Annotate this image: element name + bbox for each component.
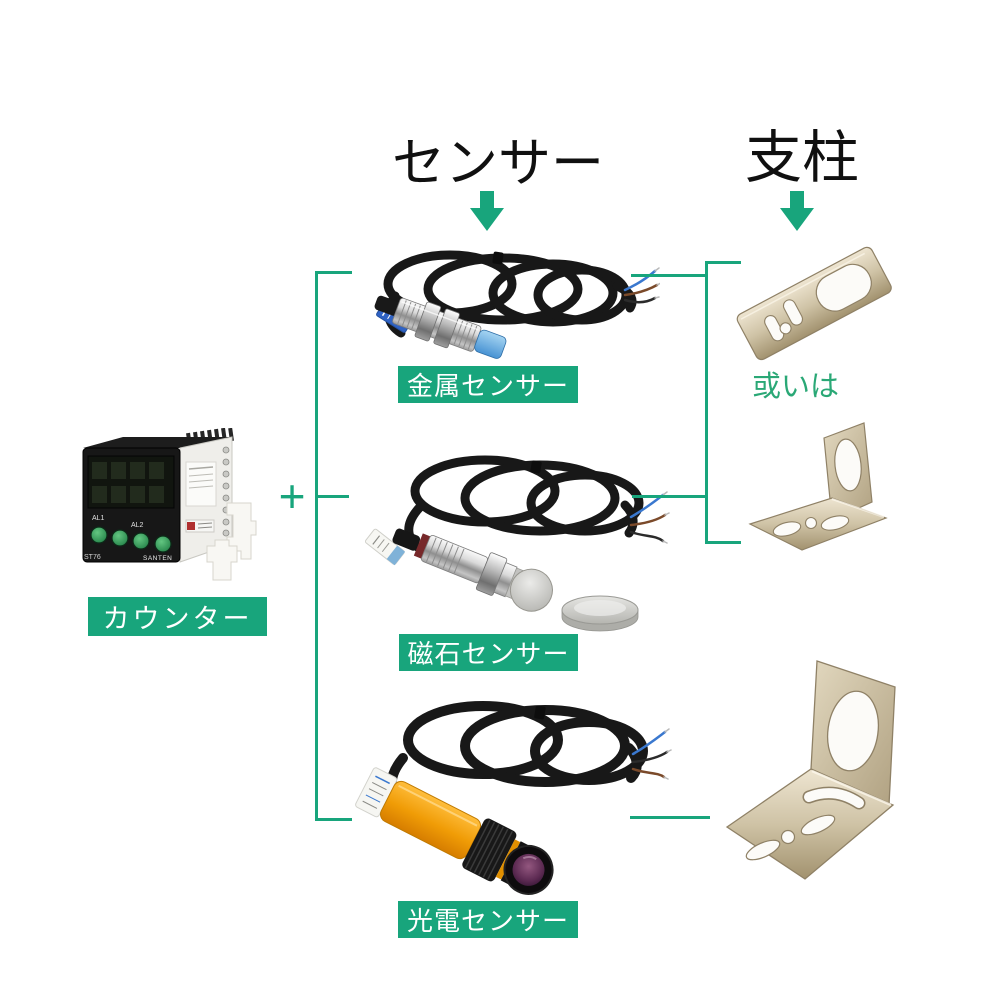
alarm1-label: AL1 bbox=[92, 515, 105, 522]
bracket-slot bbox=[764, 314, 785, 342]
bracket-round-hole bbox=[804, 516, 818, 530]
magnet-sensor-photo bbox=[364, 455, 670, 632]
left-bracket-middle-tick bbox=[315, 495, 349, 498]
mounting-clips bbox=[206, 502, 257, 581]
label-band bbox=[355, 767, 398, 818]
photoelectric-sensor-label: 光電センサー bbox=[398, 901, 578, 938]
down-arrow-icon bbox=[470, 191, 504, 231]
ribbed-nut bbox=[462, 818, 517, 882]
bracket-slot bbox=[772, 521, 802, 537]
magnet-sensor-label: 磁石センサー bbox=[399, 634, 578, 671]
right-bracket-bottom-tick bbox=[705, 541, 741, 544]
hex-nut bbox=[433, 308, 460, 349]
blue-sensing-tip bbox=[474, 329, 507, 359]
bracket-slot bbox=[820, 515, 850, 531]
right-bracket-top-tick bbox=[705, 261, 741, 264]
metal-sensor-label: 金属センサー bbox=[398, 366, 578, 403]
sensor-barrel bbox=[392, 528, 553, 612]
cable-tie bbox=[530, 460, 542, 474]
wire-ends bbox=[631, 728, 672, 780]
bracket-slot bbox=[800, 814, 836, 836]
counter-label: カウンター bbox=[88, 597, 267, 636]
or-text: 或いは bbox=[752, 371, 840, 403]
heading-sensor: センサー bbox=[392, 134, 604, 193]
cable-coil bbox=[404, 455, 644, 554]
cable-coil bbox=[386, 701, 648, 808]
plus-sign: + bbox=[278, 470, 306, 522]
down-arrow-icon bbox=[780, 191, 814, 231]
bracket-slot bbox=[782, 299, 804, 326]
left-bracket-vertical-line bbox=[315, 271, 318, 821]
straight-bracket-photo bbox=[736, 246, 892, 361]
cable-label bbox=[364, 528, 406, 566]
bracket-round-hole bbox=[780, 829, 796, 845]
bracket-oval-hole bbox=[834, 438, 862, 492]
left-bracket-bottom-tick bbox=[315, 818, 352, 821]
counter-device-photo: AL1 AL2 ST76 SANTEN bbox=[82, 428, 257, 581]
metal-sensor-connector-line bbox=[631, 274, 707, 277]
bracket-oval-hole bbox=[826, 690, 880, 772]
sensor-barrel bbox=[374, 295, 507, 359]
counter-brand: SANTEN bbox=[143, 555, 172, 562]
lens bbox=[512, 853, 545, 886]
photo-sensor-connector-line bbox=[630, 816, 710, 819]
counter-front-face: AL1 AL2 ST76 SANTEN bbox=[82, 447, 181, 563]
magnet-disc bbox=[561, 595, 639, 632]
bracket-round-hole bbox=[779, 322, 792, 335]
right-bracket-vertical-line bbox=[705, 261, 708, 544]
alarm2-label: AL2 bbox=[131, 522, 144, 529]
large-l-bracket-photo bbox=[725, 660, 896, 880]
sensor-body bbox=[355, 767, 554, 895]
sensing-face bbox=[509, 568, 553, 612]
heading-pillar: 支柱 bbox=[745, 126, 859, 190]
cable-tie bbox=[534, 705, 546, 720]
counter-buttons bbox=[90, 526, 172, 553]
magnet-sensor-connector-line bbox=[632, 495, 707, 498]
counter-side-face bbox=[179, 436, 233, 563]
wire-ends bbox=[623, 267, 660, 304]
l-bracket-base bbox=[748, 497, 888, 551]
bracket-slot bbox=[745, 839, 781, 861]
cable-tie bbox=[492, 251, 504, 265]
bracket-oval-hole bbox=[815, 263, 872, 312]
small-l-bracket-photo bbox=[748, 422, 888, 551]
photoelectric-sensor-photo bbox=[355, 701, 672, 895]
metal-sensor-photo bbox=[374, 250, 660, 359]
counter-model: ST76 bbox=[84, 554, 101, 561]
hex-nut bbox=[414, 301, 442, 342]
left-bracket-top-tick bbox=[315, 271, 352, 274]
counter-top-face bbox=[83, 437, 232, 448]
bracket-curved-slot bbox=[804, 788, 864, 808]
